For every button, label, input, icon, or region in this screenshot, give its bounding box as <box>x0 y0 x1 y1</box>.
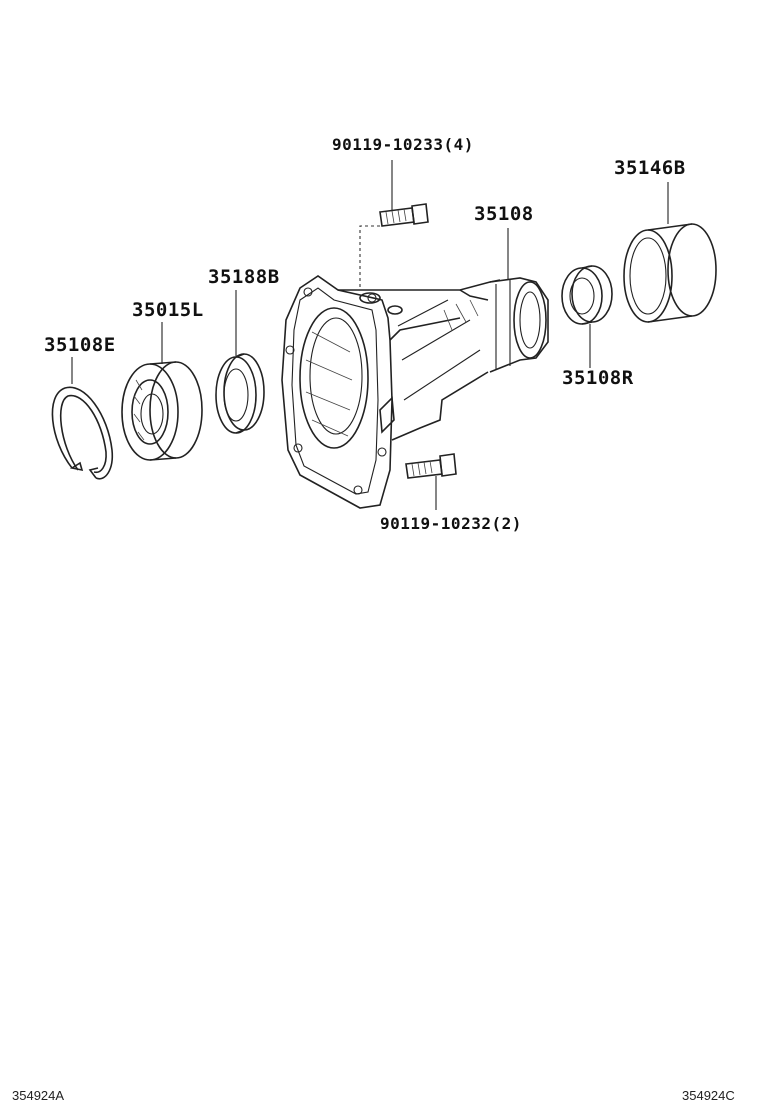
label-bolt-bottom: 90119-10232(2) <box>380 514 522 533</box>
extension-housing-part[interactable] <box>281 275 549 509</box>
footer-right-code: 354924C <box>682 1088 735 1103</box>
snap-ring-part[interactable] <box>51 386 114 480</box>
label-bearing: 35015L <box>132 299 204 321</box>
label-housing: 35108 <box>474 203 534 225</box>
leader-lines <box>71 160 669 510</box>
label-bolt-top: 90119-10233(4) <box>332 135 474 154</box>
footer-left-code: 354924A <box>12 1088 65 1103</box>
label-sleeve: 35146B <box>614 157 686 179</box>
label-snap-ring: 35108E <box>44 334 116 356</box>
seal-r-part[interactable] <box>561 265 613 325</box>
bolt-top-part[interactable] <box>379 203 429 227</box>
seal-b-part[interactable] <box>215 353 265 434</box>
bolt-bottom-part[interactable] <box>405 453 457 479</box>
sleeve-part[interactable] <box>623 223 717 323</box>
label-seal-r: 35108R <box>562 367 634 389</box>
label-seal-b: 35188B <box>208 266 280 288</box>
bearing-part[interactable] <box>121 361 203 461</box>
